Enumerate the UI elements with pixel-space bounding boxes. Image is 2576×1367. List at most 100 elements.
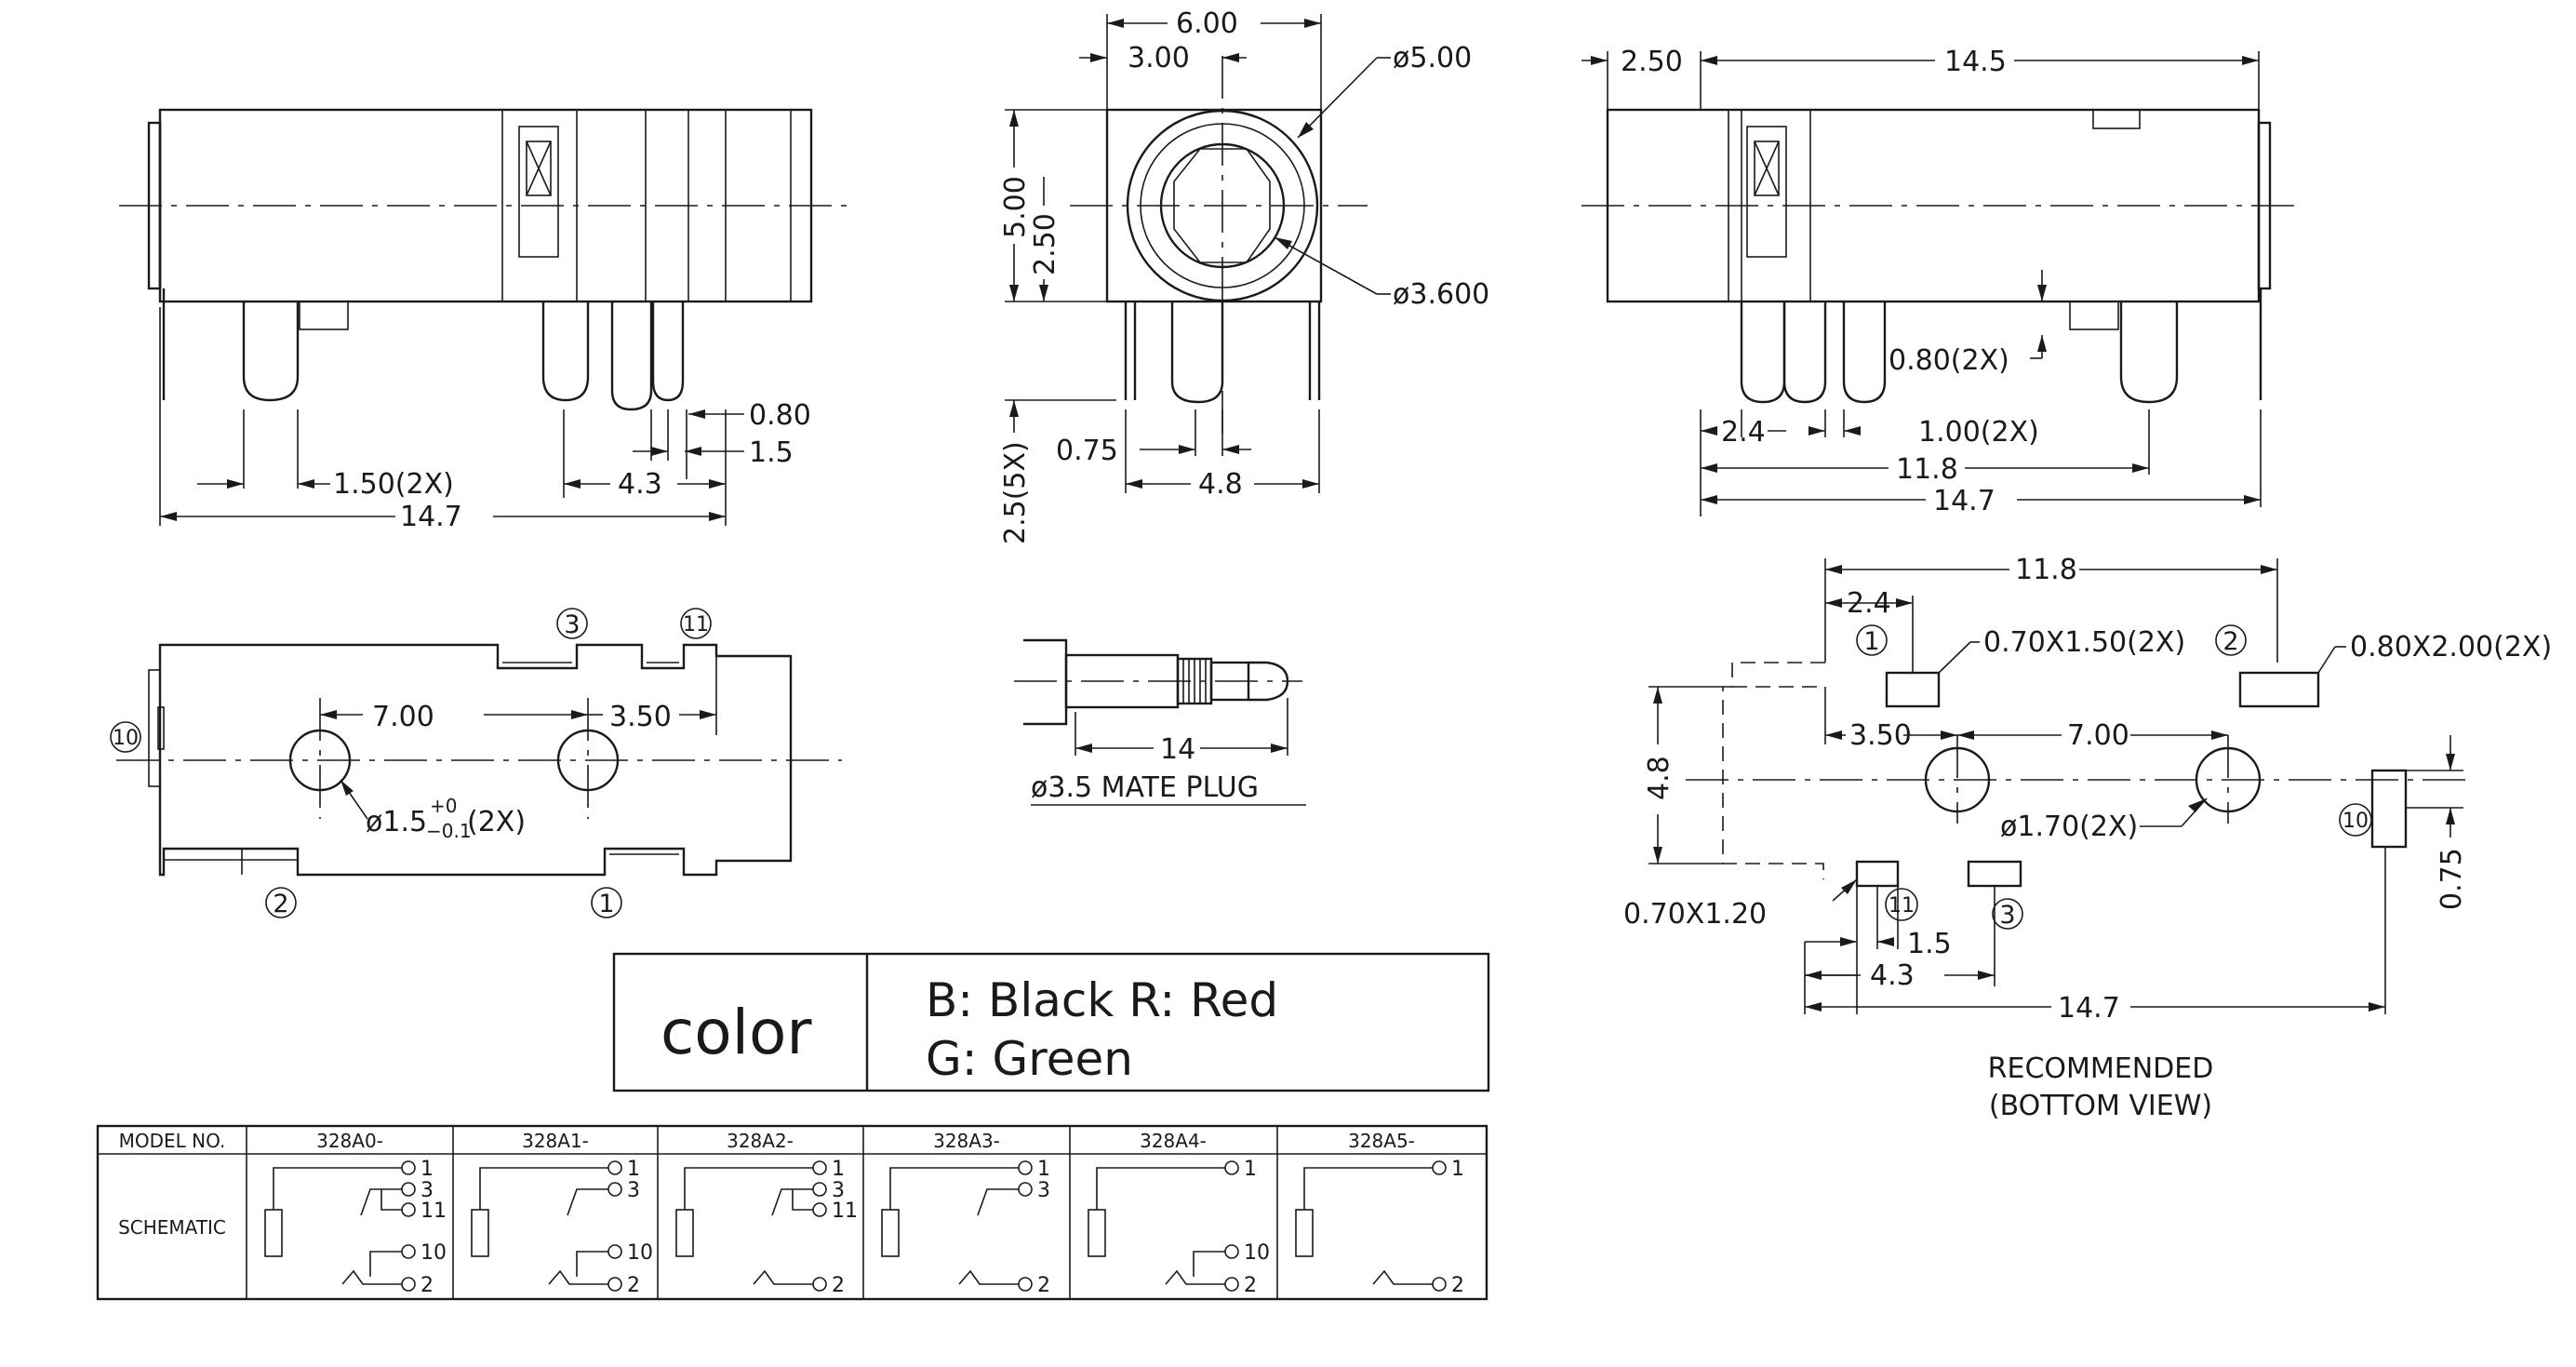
s0-pin-e: 2	[420, 1274, 434, 1297]
model-0: 328A0-	[316, 1130, 383, 1152]
pad3-label: 0.70X1.20	[1623, 898, 1767, 931]
schematic-label: SCHEMATIC	[118, 1216, 226, 1239]
schematic-5: 1 2	[1295, 1158, 1464, 1297]
dim-24: 2.4	[1721, 416, 1766, 449]
dim-500: 5.00	[999, 176, 1032, 238]
dim-700: 7.00	[372, 701, 434, 733]
s1-pin-a: 1	[627, 1158, 640, 1181]
dim-250: 2.50	[1029, 213, 1061, 275]
schematic-2: 1 3 11 2	[675, 1158, 858, 1297]
s4-pin-c: 2	[1244, 1274, 1257, 1297]
pcb-dim-43: 4.3	[1870, 959, 1915, 992]
s2-pin-c: 11	[832, 1199, 858, 1223]
hole-tol-minus: −0.1	[426, 820, 472, 842]
s4-pin-a: 1	[1244, 1158, 1257, 1181]
dim-600: 6.00	[1176, 7, 1238, 40]
dim-dia3600: ø3.600	[1393, 278, 1489, 311]
s3-pin-b: 3	[1037, 1179, 1050, 1202]
pcb-pin-11-label: 11	[1889, 894, 1915, 918]
dim-25-5x: 2.5(5X)	[999, 441, 1032, 544]
s2-pin-a: 1	[832, 1158, 845, 1181]
pcb-caption-1: RECOMMENDED	[1988, 1052, 2214, 1085]
pcb-dim-118: 11.8	[2015, 554, 2077, 586]
s1-pin-d: 2	[627, 1274, 640, 1297]
pad2-label: 0.80X2.00(2X)	[2350, 631, 2552, 663]
dim-147: 14.7	[400, 501, 462, 533]
s0-pin-d: 10	[420, 1241, 447, 1265]
rear-view: 2.50 14.5 0.80(2X) 2.4 1.00(2X) 11.8 14.…	[1582, 46, 2298, 517]
pcb-dim-48: 4.8	[1643, 756, 1675, 800]
schematic-3: 1 3 2	[881, 1158, 1050, 1297]
bottom-view: 3 11 10 2 1 7.00 3.50 ø1.5 +0 −0.1 (2X)	[110, 608, 842, 918]
pcb-dim-147: 14.7	[2058, 992, 2120, 1025]
hole-count: (2X)	[467, 806, 526, 838]
pcb-dim-700: 7.00	[2067, 719, 2129, 752]
dim-147: 14.7	[1933, 485, 1995, 517]
model-4: 328A4-	[1140, 1130, 1207, 1152]
dim-300: 3.00	[1128, 42, 1190, 74]
pcb-dim-350: 3.50	[1849, 719, 1912, 752]
pin-2-label: 2	[273, 890, 288, 918]
color-label: color	[661, 997, 812, 1068]
dim-14: 14	[1160, 733, 1195, 766]
pcb-pin-2-label: 2	[2222, 627, 2238, 656]
pin-1-label: 1	[598, 890, 614, 918]
color-line-2: G: Green	[926, 1032, 1133, 1086]
pcb-pin-10-label: 10	[2342, 810, 2369, 833]
pad1-label: 0.70X1.50(2X)	[1983, 626, 2185, 659]
pcb-caption-2: (BOTTOM VIEW)	[1989, 1090, 2212, 1122]
dim-118: 11.8	[1896, 453, 1958, 486]
pin-3-label: 3	[564, 610, 580, 639]
s3-pin-c: 2	[1037, 1274, 1050, 1297]
schematic-0: 1 3 11 10 2	[264, 1158, 447, 1297]
s1-pin-b: 3	[627, 1179, 640, 1202]
pcb-pin-3-label: 3	[1999, 901, 2015, 930]
dim-250: 2.50	[1621, 46, 1683, 78]
pin-10-label: 10	[113, 727, 139, 750]
dim-075: 0.75	[1056, 435, 1118, 467]
s0-pin-c: 11	[420, 1199, 447, 1223]
s2-pin-d: 2	[832, 1274, 845, 1297]
s5-pin-a: 1	[1451, 1158, 1464, 1181]
model-1: 328A1-	[522, 1130, 589, 1152]
color-box: color B: Black R: Red G: Green	[612, 952, 1490, 1092]
s0-pin-b: 3	[420, 1179, 434, 1202]
s0-pin-a: 1	[420, 1158, 434, 1181]
dim-48: 4.8	[1198, 468, 1243, 501]
dim-350: 3.50	[609, 701, 672, 733]
s5-pin-b: 2	[1451, 1274, 1464, 1297]
s3-pin-a: 1	[1037, 1158, 1050, 1181]
hole-label: ø1.70(2X)	[2000, 811, 2138, 843]
pcb-dim-15: 1.5	[1907, 928, 1952, 960]
s1-pin-c: 10	[627, 1241, 653, 1265]
hole-tol-plus: +0	[430, 795, 457, 817]
schematic-1: 1 3 10 2	[471, 1158, 653, 1297]
model-3: 328A3-	[933, 1130, 1000, 1152]
front-view: 6.00 3.00 ø5.00 ø3.600 5.00 2.50 2.5(5X)…	[999, 7, 1489, 544]
dim-15: 1.5	[749, 436, 794, 469]
s4-pin-b: 10	[1244, 1241, 1270, 1265]
dim-dia500: ø5.00	[1393, 42, 1472, 74]
hole-dia: ø1.5	[366, 806, 427, 838]
pin-11-label: 11	[683, 613, 709, 637]
pcb-layout: 1 2 10 11 3 11.8 2.4 0.70X1.50(2X) 0.80X…	[1623, 554, 2552, 1122]
dim-150-2x: 1.50(2X)	[333, 468, 454, 501]
side-view: 0.80 1.5 1.50(2X) 4.3 14.7	[119, 108, 856, 533]
pcb-dim-24: 2.4	[1847, 587, 1891, 620]
dim-43: 4.3	[618, 468, 662, 501]
pcb-dim-075: 0.75	[2436, 848, 2468, 910]
pcb-pin-1-label: 1	[1863, 627, 1879, 656]
dim-080: 0.80	[749, 399, 811, 432]
model-2: 328A2-	[727, 1130, 794, 1152]
schematic-4: 1 10 2	[1088, 1158, 1270, 1297]
plug-caption: ø3.5 MATE PLUG	[1031, 771, 1259, 804]
dim-100-2x: 1.00(2X)	[1918, 416, 2039, 449]
s2-pin-b: 3	[832, 1179, 845, 1202]
schematic-table: MODEL NO. SCHEMATIC 328A0- 328A1- 328A2-…	[96, 1124, 1488, 1301]
dim-080-2x: 0.80(2X)	[1889, 344, 2009, 377]
dim-145: 14.5	[1944, 46, 2007, 78]
mate-plug: 14 ø3.5 MATE PLUG	[1014, 638, 1306, 806]
color-line-1: B: Black R: Red	[926, 973, 1278, 1027]
model-header: MODEL NO.	[119, 1130, 226, 1152]
